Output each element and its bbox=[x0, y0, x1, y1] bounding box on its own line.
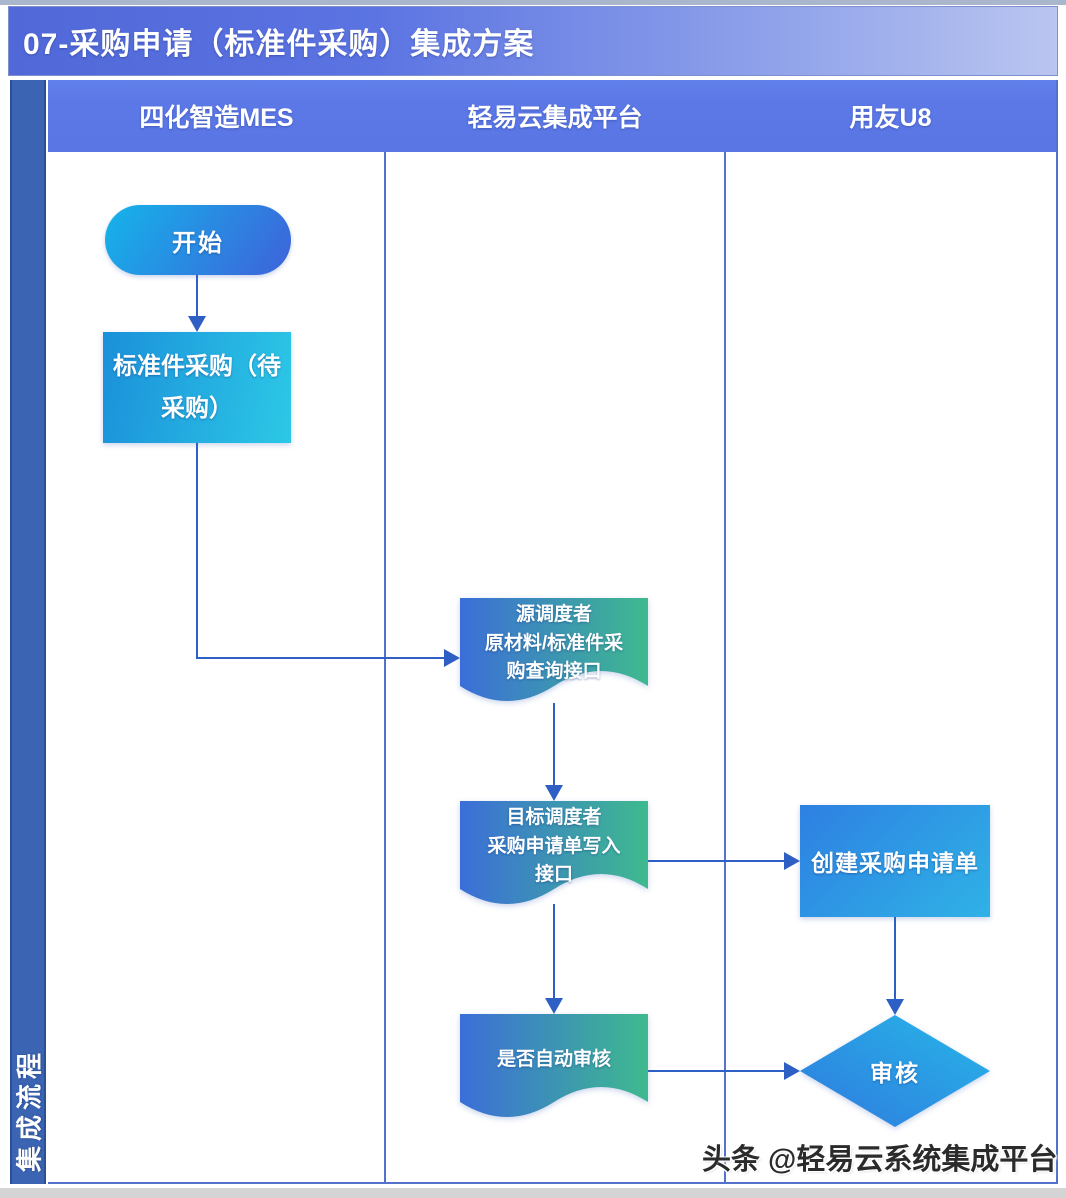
lane-label: 四化智造MES bbox=[139, 104, 294, 132]
node-label: 目标调度者 采购申请单写入 接口 bbox=[487, 807, 621, 886]
page-title: 07-采购申请（标准件采购）集成方案 bbox=[23, 28, 535, 61]
lane-header-yonyou-u8: 用友U8 bbox=[725, 80, 1056, 152]
flow-node-source-scheduler: 源调度者 原材料/标准件采 购查询接口 bbox=[460, 598, 648, 715]
arrowhead-down-icon bbox=[886, 999, 904, 1015]
lane-divider bbox=[384, 152, 386, 1182]
flow-node-audit: 审核 bbox=[800, 1015, 990, 1127]
top-edge-strip bbox=[0, 0, 1066, 5]
arrow-standard-to-source-horizontal bbox=[196, 657, 444, 659]
arrowhead-down-icon bbox=[545, 998, 563, 1014]
lane-header-mes: 四化智造MES bbox=[48, 80, 385, 152]
arrow-autoaudit-to-audit bbox=[648, 1070, 784, 1072]
arrow-create-to-audit bbox=[894, 917, 896, 999]
document-shape bbox=[460, 801, 648, 904]
node-label: 是否自动审核 bbox=[496, 1048, 611, 1070]
lane-header-row: 四化智造MES 轻易云集成平台 用友U8 bbox=[48, 80, 1058, 152]
node-label: 标准件采购（待采购） bbox=[113, 352, 281, 422]
arrowhead-right-icon bbox=[444, 649, 460, 667]
arrowhead-down-icon bbox=[545, 785, 563, 801]
flow-node-start: 开始 bbox=[105, 205, 291, 275]
arrow-target-to-create bbox=[648, 860, 784, 862]
lane-label: 用友U8 bbox=[849, 104, 932, 132]
sidebar-vertical-label: 集成流程 bbox=[14, 1047, 45, 1173]
arrowhead-right-icon bbox=[784, 1062, 800, 1080]
arrowhead-down-icon bbox=[188, 316, 206, 332]
node-label: 开始 bbox=[172, 229, 224, 257]
arrowhead-right-icon bbox=[784, 852, 800, 870]
lane-divider bbox=[724, 152, 726, 1182]
document-shape bbox=[460, 598, 648, 701]
flow-node-auto-audit: 是否自动审核 bbox=[460, 1014, 648, 1131]
decision-diamond-shape bbox=[800, 1015, 990, 1127]
node-label: 审核 bbox=[870, 1060, 920, 1086]
document-shape bbox=[460, 1014, 648, 1117]
process-sidebar bbox=[10, 80, 46, 1184]
flow-node-create-request: 创建采购申请单 bbox=[800, 805, 990, 917]
node-label: 源调度者 原材料/标准件采 购查询接口 bbox=[484, 604, 624, 683]
arrow-standard-to-source-vertical bbox=[196, 443, 198, 658]
flow-node-target-scheduler: 目标调度者 采购申请单写入 接口 bbox=[460, 801, 648, 918]
arrow-source-to-target bbox=[553, 703, 555, 785]
node-label: 创建采购申请单 bbox=[811, 850, 979, 876]
watermark-text: 头条 @轻易云系统集成平台 bbox=[702, 1144, 1058, 1176]
lane-header-qingyiyun: 轻易云集成平台 bbox=[385, 80, 725, 152]
lane-label: 轻易云集成平台 bbox=[467, 104, 643, 132]
arrow-start-to-standard bbox=[196, 275, 198, 318]
diagram-title-bar: 07-采购申请（标准件采购）集成方案 bbox=[8, 6, 1058, 76]
flow-node-standard-purchase: 标准件采购（待采购） bbox=[103, 332, 291, 443]
arrow-target-to-autoaudit bbox=[553, 904, 555, 998]
bottom-edge-strip bbox=[0, 1188, 1066, 1198]
